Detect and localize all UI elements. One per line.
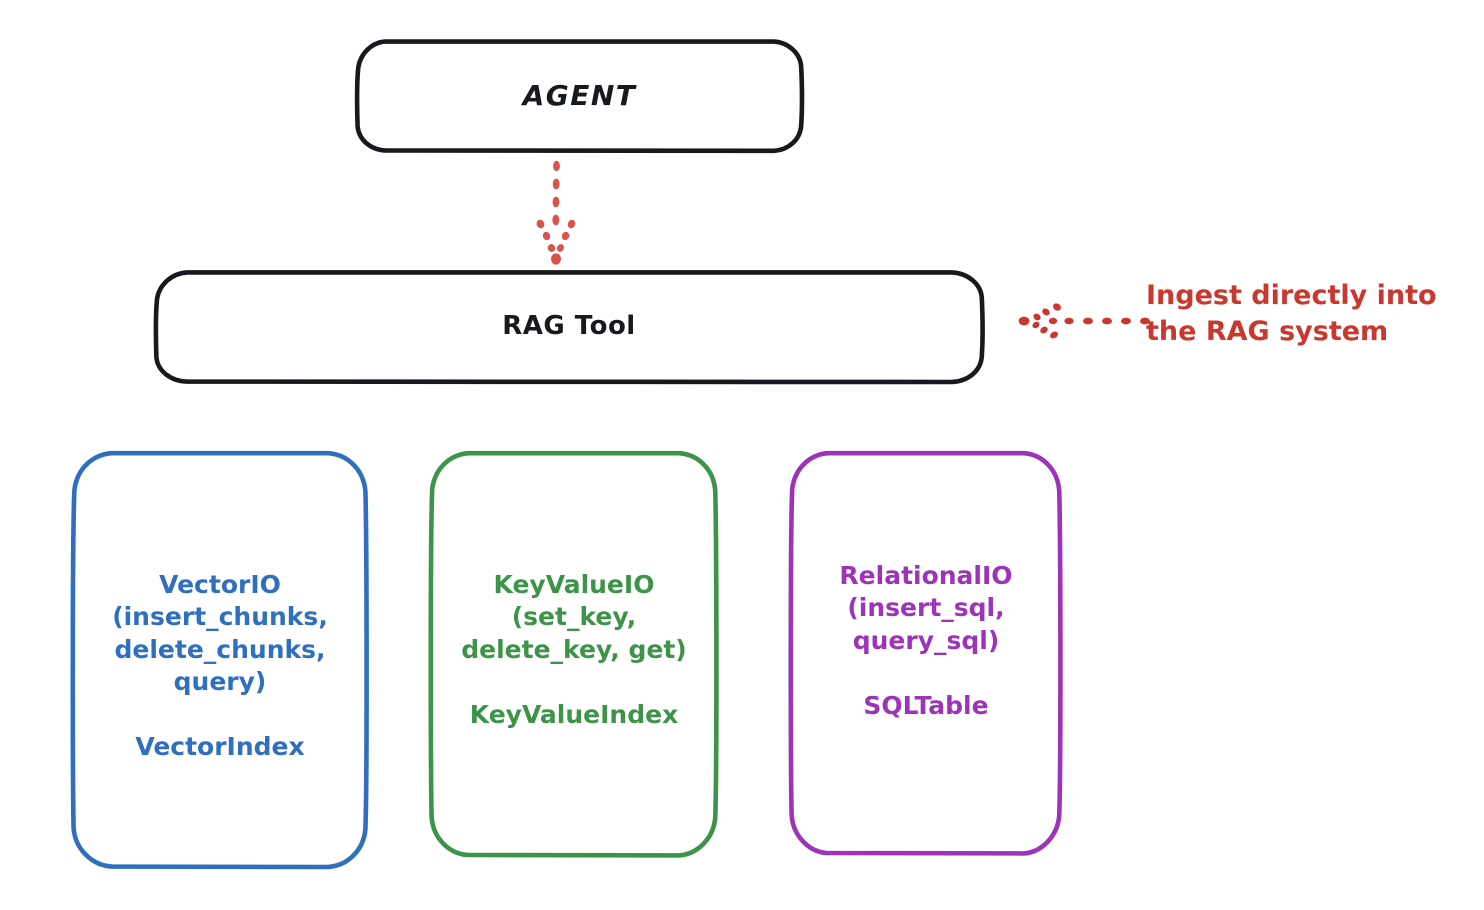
agent-node[interactable]: AGENT	[354, 38, 805, 154]
agent-node-label: AGENT	[522, 79, 637, 113]
relational-io-node-label: RelationalIO (insert_sql, query_sql) SQL…	[839, 560, 1013, 720]
ingest-annotation-text: Ingest directly into the RAG system	[1146, 280, 1437, 347]
vector-io-node-label: VectorIO (insert_chunks, delete_chunks, …	[112, 569, 328, 762]
relational-io-node[interactable]: RelationalIO (insert_sql, query_sql) SQL…	[788, 450, 1064, 856]
rag-tool-node[interactable]: RAG Tool	[153, 269, 985, 385]
key-value-io-node[interactable]: KeyValueIO (set_key, delete_key, get) Ke…	[428, 450, 720, 858]
key-value-io-node-label: KeyValueIO (set_key, delete_key, get) Ke…	[461, 569, 687, 729]
agent-to-rag-tool-arrow	[536, 160, 576, 265]
rag-tool-node-label: RAG Tool	[502, 311, 636, 342]
vector-io-node[interactable]: VectorIO (insert_chunks, delete_chunks, …	[70, 450, 370, 870]
ingest-annotation-arrow	[1018, 303, 1150, 339]
